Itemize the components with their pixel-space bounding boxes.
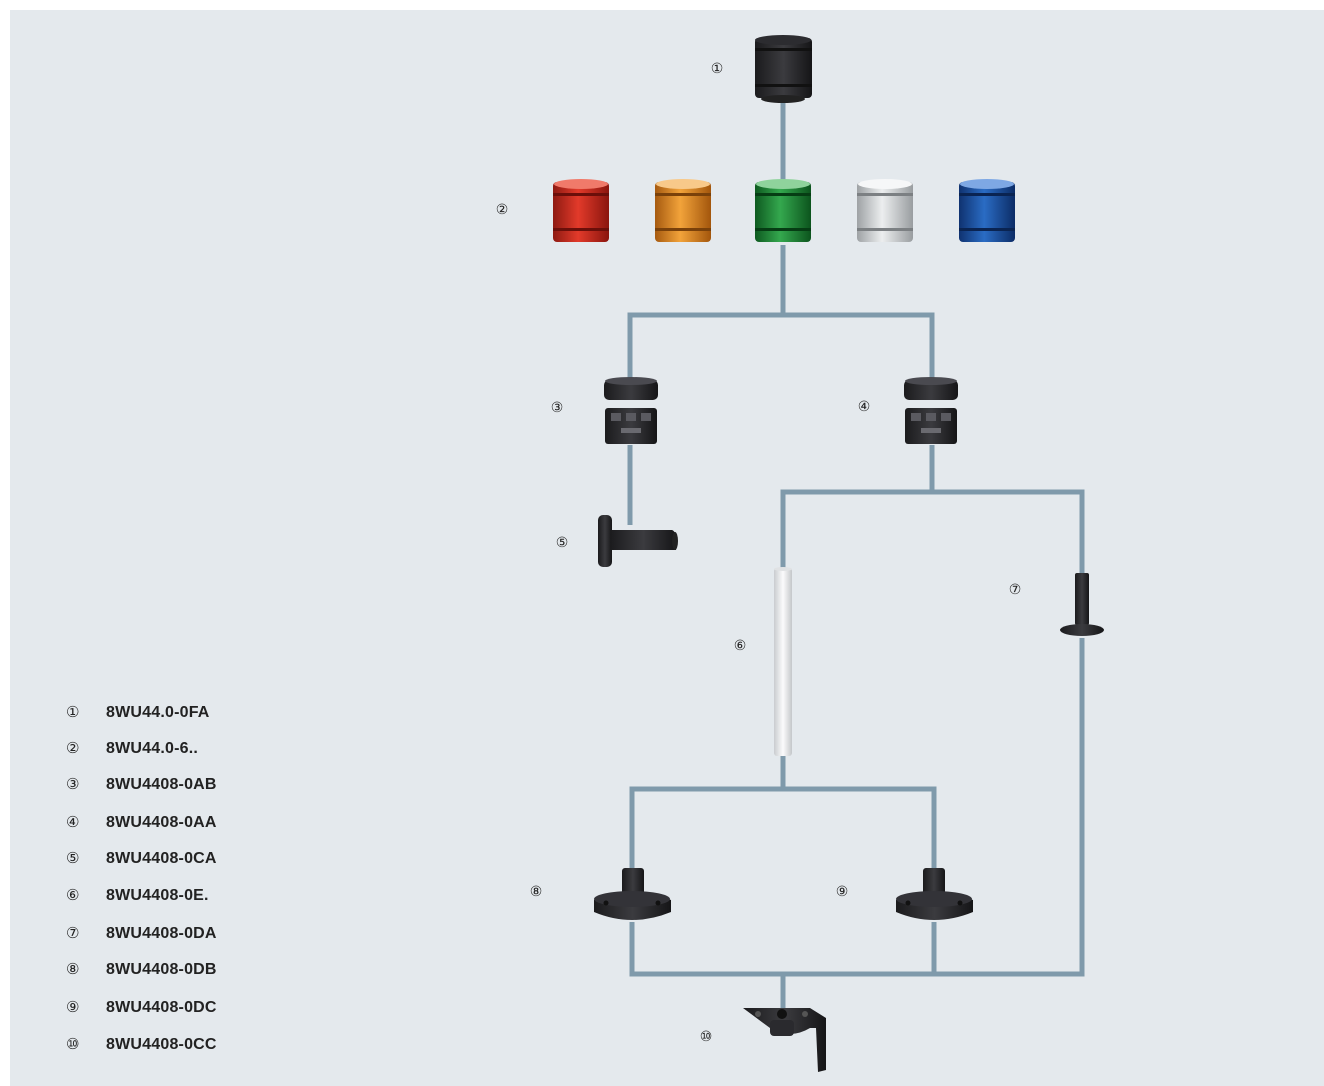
callout-9: ⑨ <box>831 883 853 901</box>
legend-code: 8WU4408-0CA <box>106 847 217 871</box>
legend-code: 8WU4408-0DA <box>106 922 217 946</box>
foot-mount-icon <box>896 868 973 920</box>
callout-4: ④ <box>853 398 875 416</box>
legend-number: ⑧ <box>66 957 106 981</box>
callout-6: ⑥ <box>729 637 751 655</box>
light-module-blue-icon <box>959 179 1015 242</box>
light-module-clear-icon <box>857 179 913 242</box>
foot-mount-icon <box>594 868 671 920</box>
connector-split-3-4 <box>630 315 932 385</box>
aluminium-tube-icon <box>774 567 792 756</box>
legend-number: ④ <box>66 810 106 834</box>
callout-1: ① <box>706 60 728 78</box>
connector-7-bottom <box>932 638 1082 974</box>
connector-split-6-7 <box>783 492 1082 575</box>
light-modules <box>553 179 1015 242</box>
legend-number: ⑦ <box>66 921 106 945</box>
legend-code: 8WU44.0-0FA <box>106 701 210 725</box>
legend-code: 8WU4408-0E. <box>106 884 209 908</box>
legend-code: 8WU4408-0AB <box>106 773 217 797</box>
legend-number: ⑤ <box>66 846 106 870</box>
legend-number: ⑥ <box>66 883 106 907</box>
callout-10: ⑩ <box>695 1028 717 1046</box>
light-module-red-icon <box>553 179 609 242</box>
callout-8: ⑧ <box>525 883 547 901</box>
tube-with-flange-icon <box>1060 573 1104 636</box>
light-module-orange-icon <box>655 179 711 242</box>
light-module-green-icon <box>755 179 811 242</box>
legend-code: 8WU4408-0AA <box>106 811 217 835</box>
dark-signal-module-icon <box>755 35 812 103</box>
connection-element-icon <box>904 377 958 444</box>
connector-split-8-9 <box>632 789 934 870</box>
legend-code: 8WU4408-0DC <box>106 996 217 1020</box>
legend-number: ⑨ <box>66 995 106 1019</box>
legend-number: ⑩ <box>66 1032 106 1056</box>
legend-number: ③ <box>66 772 106 796</box>
wall-bracket-icon <box>743 1008 826 1072</box>
legend-code: 8WU4408-0DB <box>106 958 217 982</box>
callout-3: ③ <box>546 399 568 417</box>
legend-code: 8WU4408-0CC <box>106 1033 217 1057</box>
connection-element-icon <box>604 377 658 444</box>
connector-8-9-bottom <box>632 922 934 974</box>
legend-code: 8WU44.0-6.. <box>106 737 198 761</box>
legend-number: ② <box>66 736 106 760</box>
callout-7: ⑦ <box>1004 581 1026 599</box>
wall-mount-tube-icon <box>598 515 678 567</box>
callout-2: ② <box>491 201 513 219</box>
callout-5: ⑤ <box>551 534 573 552</box>
legend-number: ① <box>66 700 106 724</box>
